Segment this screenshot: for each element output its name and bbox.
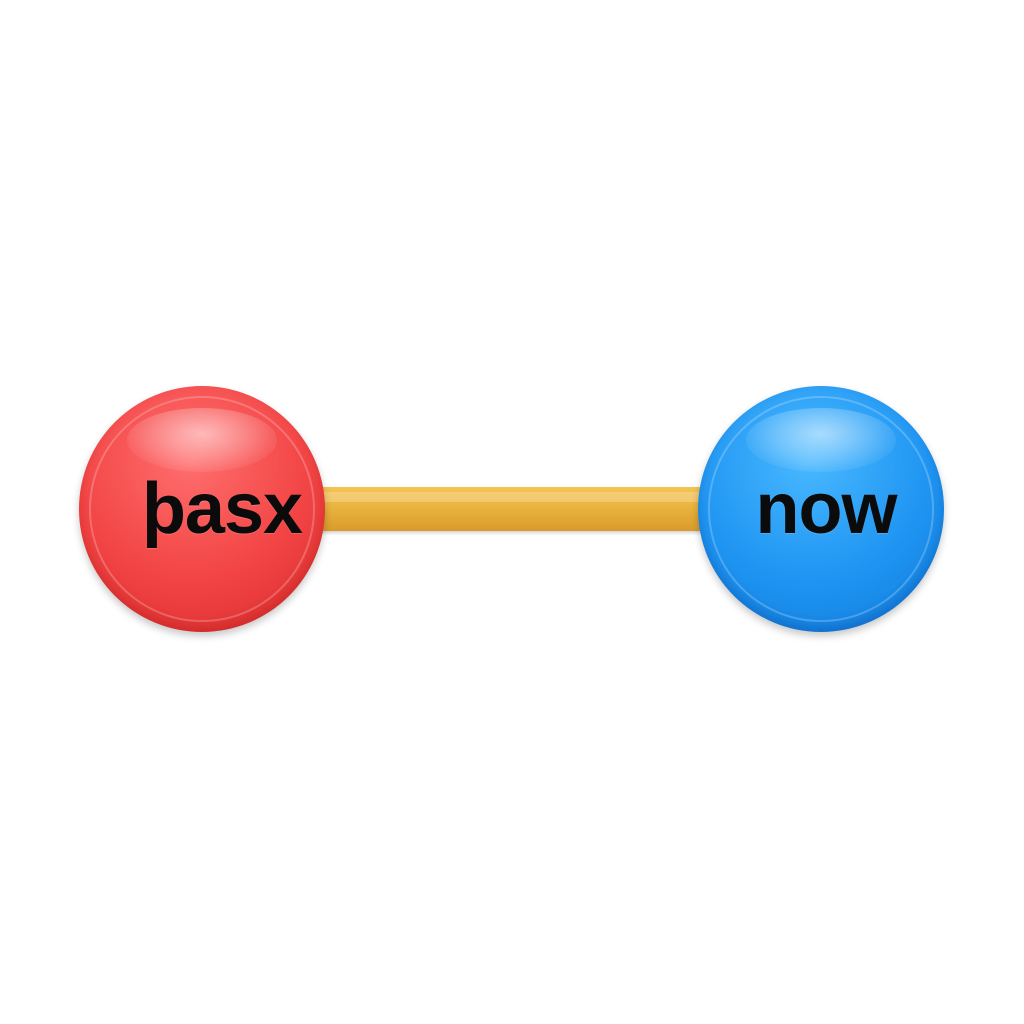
node-left[interactable]: þasx [79,386,325,632]
node-right-label: now [755,469,898,549]
node-right-ring [708,396,934,622]
edge-connector [300,487,724,531]
node-left-highlight [127,408,277,472]
node-left-ring [89,396,315,622]
node-right-highlight [746,408,896,472]
node-left-label: þasx [141,469,303,549]
node-right[interactable]: now [698,386,944,632]
